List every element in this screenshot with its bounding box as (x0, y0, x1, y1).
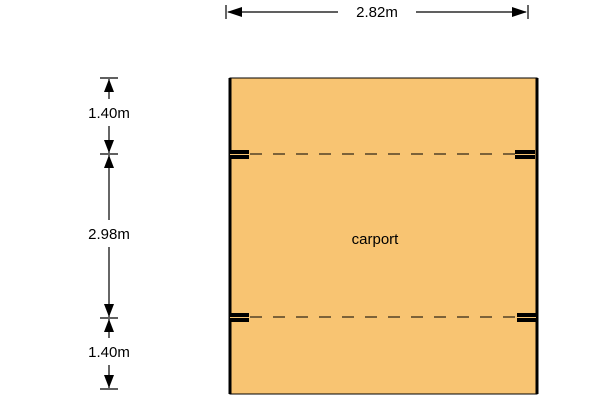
left-dimension-seg3-arrow-top (104, 319, 114, 332)
left-dimension-seg2-arrow-bottom (104, 304, 114, 317)
left-dimension (100, 77, 118, 390)
top-dimension-label: 2.82m (356, 4, 398, 21)
left-dimension-label-2: 2.98m (88, 226, 130, 243)
room-label: carport (352, 231, 400, 248)
left-dimension-seg3-arrow-bottom (104, 375, 114, 388)
top-dimension-arrow-right (512, 7, 527, 17)
left-dimension-label-3: 1.40m (88, 344, 130, 361)
left-dimension-seg1-arrow-bottom (104, 140, 114, 153)
top-dimension-arrow-left (227, 7, 242, 17)
left-dimension-label-1: 1.40m (88, 105, 130, 122)
carport-room (229, 77, 538, 395)
left-dimension-seg2-arrow-top (104, 155, 114, 168)
left-dimension-seg1-arrow-top (104, 79, 114, 92)
top-dimension (225, 5, 529, 19)
